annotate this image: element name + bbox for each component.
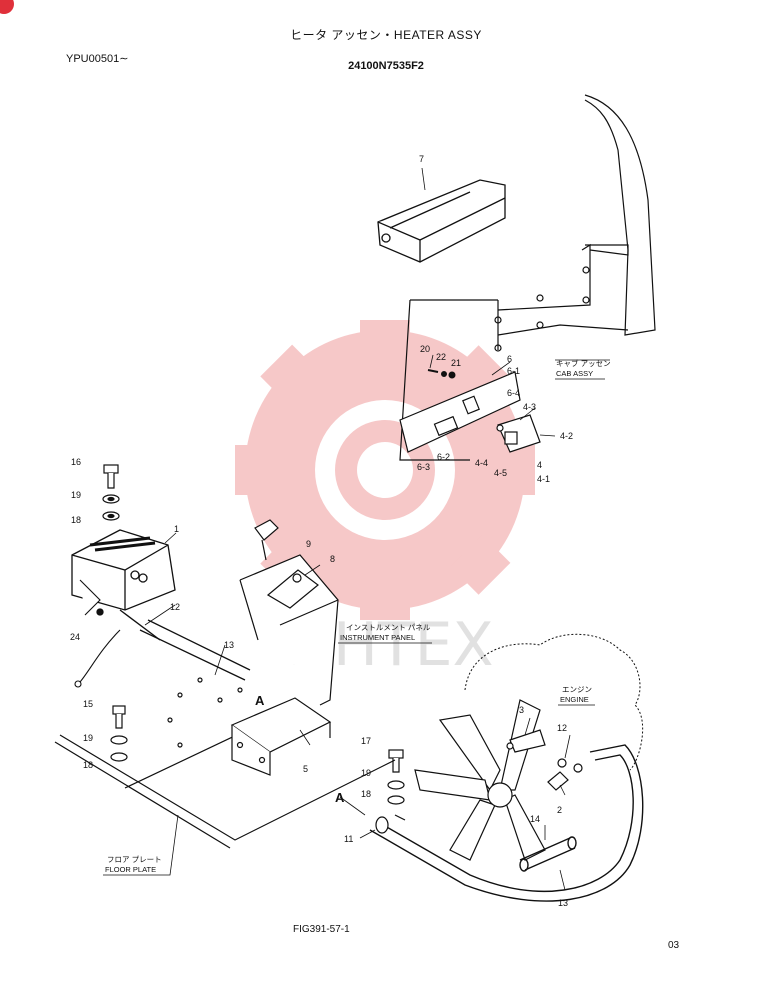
callout-4: 4 (537, 460, 542, 470)
callout-13-left: 13 (224, 640, 234, 650)
instrument-panel-box (239, 519, 339, 706)
callout-1: 1 (174, 524, 179, 534)
callout-leaders (144, 167, 610, 891)
callout-4-3: 4-3 (523, 402, 536, 412)
screw-set (427, 369, 456, 379)
serial-range: YPU00501∼ (66, 53, 129, 65)
callout-6-1: 6-1 (507, 366, 520, 376)
mount-bracket-part (230, 697, 332, 776)
heater-unit-part (71, 529, 176, 616)
pipe-clamp-11 (375, 814, 406, 834)
heater-pipe (369, 744, 644, 902)
callout-19-mid: 19 (361, 768, 371, 778)
caption-floor-jp: フロア プレート (107, 855, 162, 864)
callout-7: 7 (419, 154, 424, 164)
caption-engine-jp: エンジン (562, 685, 592, 694)
caption-cab-en: CAB ASSY (556, 369, 593, 378)
callout-12-left: 12 (170, 602, 180, 612)
callout-22: 22 (436, 352, 446, 362)
callout-19-left: 19 (83, 733, 93, 743)
callout-21: 21 (451, 358, 461, 368)
callout-6-3: 6-3 (417, 462, 430, 472)
callout-4-4: 4-4 (475, 458, 488, 468)
callout-20: 20 (420, 344, 430, 354)
callout-12-right: 12 (557, 723, 567, 733)
caption-panel-en: INSTRUMENT PANEL (340, 633, 415, 642)
callout-4-2: 4-2 (560, 431, 573, 441)
bolt-16 (102, 464, 120, 521)
callout-19-top: 19 (71, 490, 81, 500)
callout-14: 14 (530, 814, 540, 824)
gear-logo-icon (235, 320, 535, 620)
water-valve (506, 729, 583, 791)
part-number: 24100N7535F2 (348, 60, 424, 72)
cooling-fan (414, 699, 546, 861)
callout-6: 6 (507, 354, 512, 364)
page-title: ヒータ アッセン・HEATER ASSY (290, 28, 482, 42)
callout-9: 9 (306, 539, 311, 549)
callout-24: 24 (70, 632, 80, 642)
callout-6-2: 6-2 (437, 452, 450, 462)
bolt-15 (110, 705, 128, 762)
wire-24 (74, 629, 121, 688)
reference-a-upper: A (255, 693, 265, 708)
callout-4-5: 4-5 (494, 468, 507, 478)
cab-assy (399, 94, 656, 461)
caption-floor-en: FLOOR PLATE (105, 865, 156, 874)
caption-engine-en: ENGINE (560, 695, 589, 704)
captions: キャブ アッセン CAB ASSY インストルメント パネル INSTRUMEN… (103, 358, 611, 876)
corner-badge-icon (0, 0, 14, 14)
callout-16: 16 (71, 457, 81, 467)
callout-15: 15 (83, 699, 93, 709)
callout-3: 3 (519, 705, 524, 715)
callout-4-1: 4-1 (537, 474, 550, 484)
callout-18-top: 18 (71, 515, 81, 525)
hose-13 (119, 609, 251, 681)
figure-number: FIG391-57-1 (293, 924, 350, 935)
engine-outline (464, 633, 644, 771)
caption-cab-jp: キャブ アッセン (556, 358, 611, 368)
callout-2: 2 (557, 805, 562, 815)
page-number: 03 (668, 940, 680, 951)
duct-cover-part (377, 179, 506, 263)
caption-panel-jp: インストルメント パネル (346, 623, 431, 632)
floor-plate (54, 677, 396, 849)
callout-13-right: 13 (558, 898, 568, 908)
callout-5: 5 (303, 764, 308, 774)
reference-a-lower: A (335, 790, 345, 805)
control-bracket-part (399, 371, 541, 453)
callout-8: 8 (330, 554, 335, 564)
callout-18-left: 18 (83, 760, 93, 770)
callout-18-mid: 18 (361, 789, 371, 799)
callout-11: 11 (344, 834, 353, 844)
callout-labels: 7 20 22 21 6 6-1 6-4 4-3 4-2 6-2 6-3 4-4… (70, 154, 573, 908)
bolt-17 (387, 749, 405, 805)
callout-17: 17 (361, 736, 371, 746)
callout-6-4: 6-4 (507, 388, 520, 398)
